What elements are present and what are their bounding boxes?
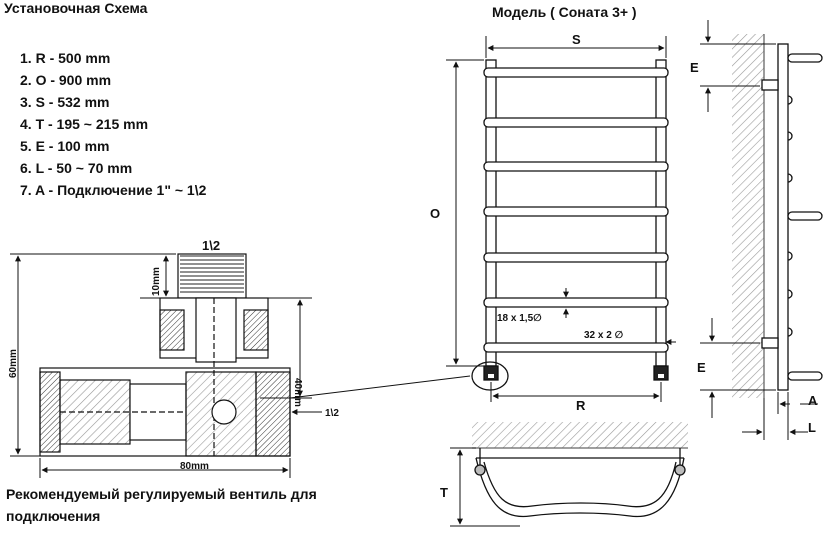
rail-dim-o-label: O xyxy=(430,206,441,221)
side-dim-e-bottom-label: E xyxy=(697,360,706,375)
valve-dimensions xyxy=(10,253,471,478)
side-dim-e-top-label: E xyxy=(690,60,699,75)
side-dim-l-label: L xyxy=(808,420,816,435)
caption-line-1: Рекомендуемый регулируемый вентиль для xyxy=(6,486,317,502)
valve-top-thread-label: 1\2 xyxy=(202,238,221,253)
scheme-title: Установочная Схема xyxy=(4,0,148,16)
rail-rung xyxy=(483,67,669,78)
spec-item-t: 4. T - 195 ~ 215 mm xyxy=(20,116,149,132)
rail-rung xyxy=(483,117,669,128)
rail-rung xyxy=(483,297,669,308)
side-view-dimensions xyxy=(700,20,818,440)
side-dim-a-label: A xyxy=(808,393,818,408)
rail-bar-spec-label: 18 x 1,5∅ xyxy=(497,313,542,324)
model-title: Модель ( Соната 3+ ) xyxy=(492,4,637,20)
caption-line-2: подключения xyxy=(6,508,101,524)
valve-dim-80-label: 80mm xyxy=(180,461,209,472)
rail-dim-r-label: R xyxy=(576,398,586,413)
rail-dim-s-label: S xyxy=(572,32,581,47)
spec-item-a: 7. A - Подключение 1" ~ 1\2 xyxy=(20,182,207,198)
spec-item-r: 1. R - 500 mm xyxy=(20,50,111,66)
spec-item-o: 2. O - 900 mm xyxy=(20,72,112,88)
rail-dim-t-label: T xyxy=(440,485,448,500)
towel-rail-front xyxy=(471,59,669,391)
towel-rail-top-view xyxy=(472,422,688,518)
valve-side-thread-label: 1\2 xyxy=(325,408,339,419)
valve-section-drawing xyxy=(39,253,291,457)
top-view-dimensions xyxy=(450,447,520,527)
rail-rung xyxy=(483,161,669,172)
rail-rung xyxy=(483,206,669,217)
rail-dimensions xyxy=(446,36,676,402)
rail-pipe-spec-label: 32 x 2 ∅ xyxy=(584,330,624,341)
rail-rung xyxy=(483,252,669,263)
spec-item-l: 6. L - 50 ~ 70 mm xyxy=(20,160,133,176)
rail-rung xyxy=(483,342,669,353)
spec-item-e: 5. E - 100 mm xyxy=(20,138,110,154)
spec-item-s: 3. S - 532 mm xyxy=(20,94,110,110)
towel-rail-side-view xyxy=(732,34,823,398)
